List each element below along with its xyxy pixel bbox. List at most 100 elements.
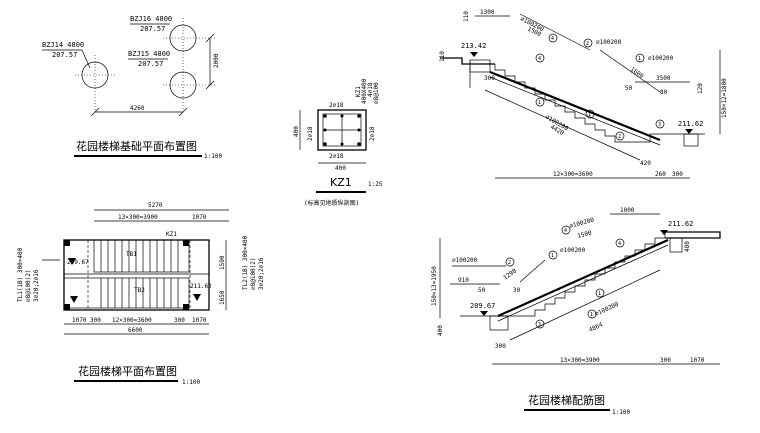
- kz1-bars-top: 2⌀18: [329, 102, 344, 109]
- rebar-title: 花园楼梯配筋图: [528, 393, 605, 407]
- plan-tb1: TB1: [126, 251, 137, 258]
- svg-text:4: 4: [564, 228, 567, 234]
- lower-dim-300: 300: [495, 343, 506, 350]
- plan-tl1-stir: ⌀8@100(2): [25, 269, 32, 302]
- plan-dim-right-b: 1650: [219, 290, 226, 305]
- plan-title: 花园楼梯平面布置图: [78, 364, 177, 378]
- plan-dim-bot-b: 300: [90, 317, 101, 324]
- lower-dim-400: 400: [437, 325, 444, 336]
- bzj16-footing: [169, 24, 197, 52]
- kz1-name-label: KZ1: [355, 86, 362, 97]
- upper-dim-120: 120: [697, 83, 704, 94]
- lower-elev-top: 211.62: [668, 220, 693, 228]
- lower-dim-1290: 1290: [502, 267, 518, 281]
- lower-main-bar: ⌀100200: [594, 301, 620, 318]
- plan-elev-a: 209.67: [67, 259, 89, 266]
- upper-dim-1600: 1600: [629, 66, 645, 80]
- lower-dim-480: 480: [684, 241, 691, 252]
- plan-kz-label: KZ1: [166, 231, 177, 238]
- plan-tl2-stir: ⌀8@100(2): [250, 257, 257, 290]
- upper-dim-80: 80: [660, 89, 668, 96]
- bzj14-footing: [81, 61, 109, 89]
- lower-elev-bot: 209.67: [470, 302, 495, 310]
- upper-bar2: ⌀100200: [596, 39, 622, 46]
- foundation-dim-vertical: 2000: [213, 53, 220, 68]
- kz1-note: (标高见地质纵剖图): [304, 199, 359, 207]
- stair-plan: 5270 13×300=3900 1070: [17, 202, 265, 386]
- svg-text:1: 1: [598, 291, 601, 297]
- plan-dim-total-bottom: 6600: [128, 327, 143, 334]
- svg-text:4: 4: [551, 36, 554, 42]
- lower-dim-50: 50: [478, 287, 486, 294]
- svg-text:1: 1: [588, 112, 591, 118]
- plan-dim-bot-d: 1070: [192, 317, 207, 324]
- plan-treads-lower: [100, 278, 179, 308]
- plan-dim-steps-top: 13×300=3900: [118, 214, 158, 221]
- upper-dim-420: 420: [640, 160, 651, 167]
- lower-bar1200: ⌀100200: [560, 247, 586, 254]
- plan-tl2-bars: 3⌀20;2⌀16: [258, 257, 265, 290]
- kz1-main-bars: 4⌀18: [367, 82, 374, 97]
- upper-dim-110: 110: [463, 11, 470, 22]
- svg-text:4: 4: [618, 241, 621, 247]
- upper-dim-right-v: 150×12=1800: [721, 78, 728, 118]
- upper-dim-top: 1300: [480, 9, 495, 16]
- upper-dim-steps: 12×300=3600: [553, 171, 593, 178]
- foundation-scale: 1:100: [204, 153, 222, 160]
- lower-bar4-len: 1500: [577, 229, 593, 240]
- svg-text:1: 1: [638, 56, 641, 62]
- upper-dim-260: 260: [655, 171, 666, 178]
- kz1-dim-bottom: 400: [335, 165, 346, 172]
- lower-dim-910: 910: [458, 277, 469, 284]
- svg-text:1: 1: [590, 312, 593, 318]
- svg-text:1: 1: [551, 253, 554, 259]
- plan-tb2: TB2: [134, 287, 145, 294]
- svg-text:3: 3: [658, 122, 661, 128]
- plan-elev-b: 211.62: [190, 283, 212, 290]
- lower-dim-1000: 1000: [620, 207, 635, 214]
- kz1-dim-side: 400: [293, 126, 300, 137]
- lower-dim-300b: 300: [660, 357, 671, 364]
- rebar-lower: 1000 211.62 209.67 ⌀100200 4 1500 1 ⌀100…: [431, 207, 721, 416]
- kz1-stirrup: ⌀8@100: [373, 82, 380, 104]
- upper-dim-3500: 3500: [656, 75, 671, 82]
- bzj14-label: BZJ14 4800: [42, 41, 84, 49]
- plan-dim-bot-a: 1070: [72, 317, 87, 324]
- plan-treads-upper: [100, 240, 179, 272]
- bzj14-elev: 207.57: [52, 51, 77, 59]
- lower-dim-1070: 1070: [690, 357, 705, 364]
- bzj16-elev: 207.57: [140, 25, 165, 33]
- svg-text:1: 1: [538, 100, 541, 106]
- lower-bar2: ⌀100200: [452, 257, 478, 264]
- kz1-scale: 1:25: [368, 181, 383, 188]
- upper-bar1: ⌀100200: [648, 55, 674, 62]
- kz1-outline: [317, 109, 367, 151]
- rebar-upper: 1300 110 213.42 211.62 110 300 ⌀100200 1…: [439, 9, 728, 179]
- svg-text:2: 2: [586, 41, 589, 47]
- plan-tl1-bars: 3⌀20;2⌀16: [33, 269, 40, 302]
- upper-dim-300b: 300: [672, 171, 683, 178]
- bzj16-label: BZJ16 4800: [130, 15, 172, 23]
- lower-dim-30: 30: [513, 287, 521, 294]
- kz1-bars-right: 2⌀18: [369, 126, 376, 141]
- kz1-bars-bottom: 2⌀18: [329, 153, 344, 160]
- plan-tl1-name: TL1(1B) 300×400: [17, 247, 24, 302]
- upper-dim-left: 110: [439, 51, 446, 62]
- upper-dim-300: 300: [484, 75, 495, 82]
- plan-dim-right-a: 1590: [219, 255, 226, 270]
- lower-dim-left-v: 150×13=1950: [431, 266, 438, 306]
- plan-dim-right-top: 1070: [192, 214, 207, 221]
- lower-len-4864: 4864: [588, 321, 604, 334]
- svg-text:3: 3: [538, 322, 541, 328]
- kz1-size: 400X400: [361, 78, 368, 104]
- bzj15-label: BZJ15 4800: [128, 50, 170, 58]
- kz1-section: KZ1 400X400 4⌀18 ⌀8@100 2⌀18 2⌀18 2⌀18 2…: [293, 78, 383, 207]
- rebar-scale: 1:100: [612, 409, 630, 416]
- upper-elev-bot: 211.62: [678, 120, 703, 128]
- lower-bar4: ⌀100200: [569, 217, 596, 230]
- kz1-bars-left: 2⌀18: [307, 126, 314, 141]
- foundation-dim-horizontal: 4260: [130, 105, 145, 112]
- svg-text:4: 4: [538, 56, 541, 62]
- plan-scale: 1:100: [182, 379, 200, 386]
